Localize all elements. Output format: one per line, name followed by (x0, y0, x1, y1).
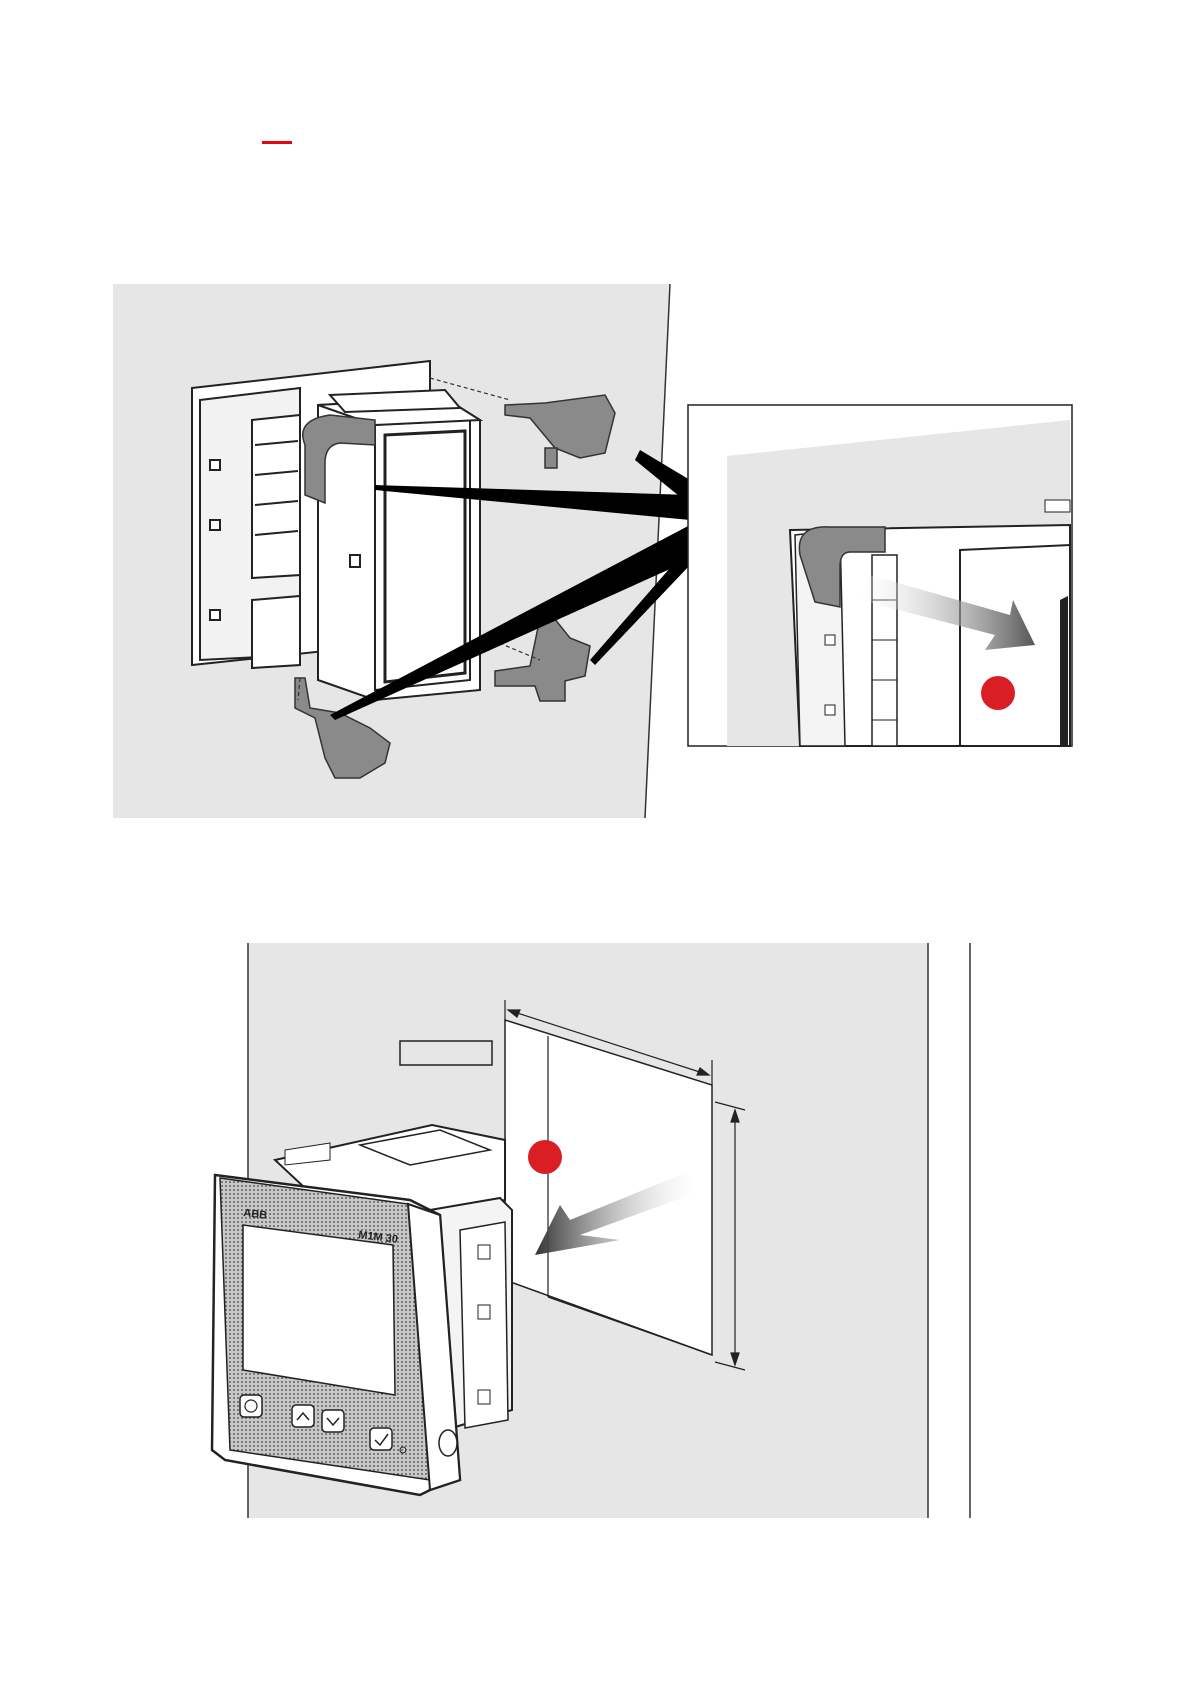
callout-marker-2 (528, 1140, 562, 1174)
meter-rear-body (192, 361, 480, 700)
side-knob (439, 1430, 457, 1456)
up-button[interactable] (292, 1405, 314, 1427)
menu-button[interactable] (240, 1395, 262, 1417)
confirm-button[interactable] (370, 1428, 392, 1450)
detail-inset (688, 405, 1072, 746)
meter-screen (243, 1225, 395, 1395)
figure-1 (113, 284, 1072, 818)
callout-marker-1 (981, 676, 1015, 710)
down-button[interactable] (322, 1410, 344, 1432)
label-box (400, 1041, 492, 1065)
figure-2: ABB M1M 30 (212, 943, 970, 1518)
